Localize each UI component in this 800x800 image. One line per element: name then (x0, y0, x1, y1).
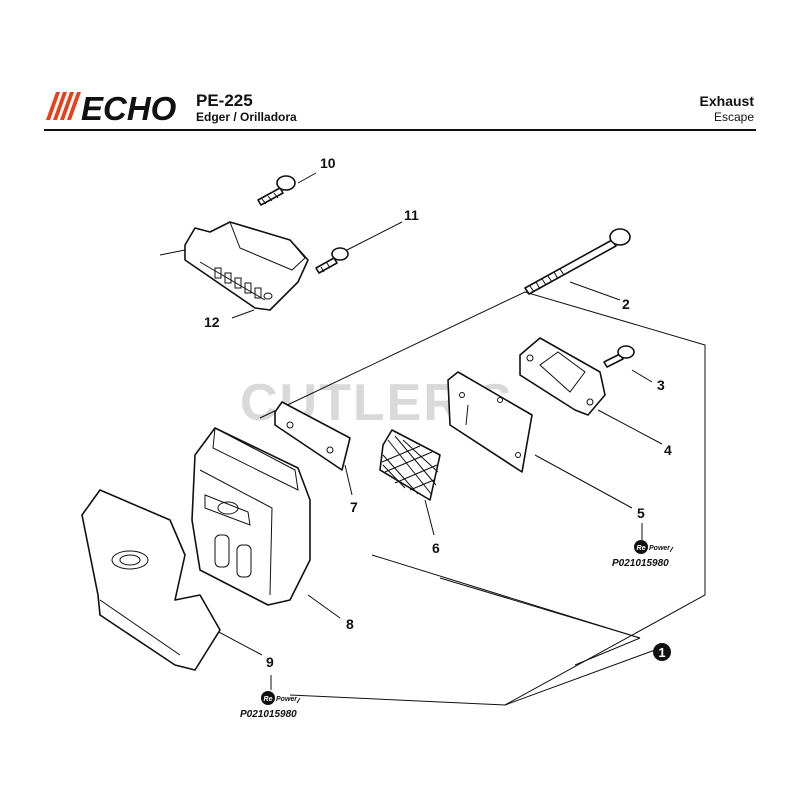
callout-1: 1 (658, 645, 665, 660)
echo-logo: ECHO (46, 90, 177, 124)
gasket-part-5 (447, 371, 533, 473)
model-number: PE-225 (196, 91, 253, 110)
callout-labels: 10 11 12 2 3 4 5 6 7 8 9 1 (204, 155, 672, 670)
heat-shield-part-9 (81, 489, 221, 671)
repower-power-2: Power (276, 696, 298, 703)
callout-5: 5 (637, 505, 645, 521)
callout-4: 4 (664, 442, 672, 458)
model-description: Edger / Orilladora (196, 110, 297, 124)
brand-wordmark: ECHO (81, 90, 177, 124)
repower-power-1: Power (649, 545, 671, 552)
section-subtitle: Escape (713, 110, 754, 124)
section-title: Exhaust (699, 93, 754, 109)
repower-badge-2: Re Power P021015980 (240, 691, 301, 720)
callout-10: 10 (320, 155, 336, 171)
repower-re-1: Re (637, 545, 646, 552)
muffler-cover-part-12 (184, 221, 309, 311)
callout-9: 9 (266, 654, 274, 670)
gasket-part-7 (274, 401, 351, 471)
long-bolt-part-2 (524, 228, 631, 295)
leader-lines (159, 172, 663, 690)
callout-3: 3 (657, 377, 665, 393)
muffler-part-8 (191, 427, 311, 606)
screw-part-3 (603, 345, 635, 368)
callout-12: 12 (204, 314, 220, 330)
repower-part-number-2: P021015980 (240, 709, 297, 720)
repower-re-2: Re (264, 696, 273, 703)
repower-part-number-1: P021015980 (612, 558, 669, 569)
screw-part-11 (315, 247, 349, 274)
callout-11: 11 (404, 207, 419, 223)
callout-8: 8 (346, 616, 354, 632)
spark-arrestor-screen-part-6 (379, 429, 441, 501)
callout-6: 6 (432, 540, 440, 556)
repower-badge-1: Re Power P021015980 (612, 540, 674, 569)
page-header: ECHO PE-225 Edger / Orilladora Exhaust E… (0, 0, 800, 132)
callout-7: 7 (350, 499, 358, 515)
assembly-bracket-lines (259, 291, 706, 706)
callout-2: 2 (622, 296, 630, 312)
callout-1-assembly: 1 (653, 643, 671, 661)
exhaust-flange-part-4 (519, 337, 606, 416)
header-rule (44, 129, 756, 131)
screw-part-10 (257, 175, 296, 206)
